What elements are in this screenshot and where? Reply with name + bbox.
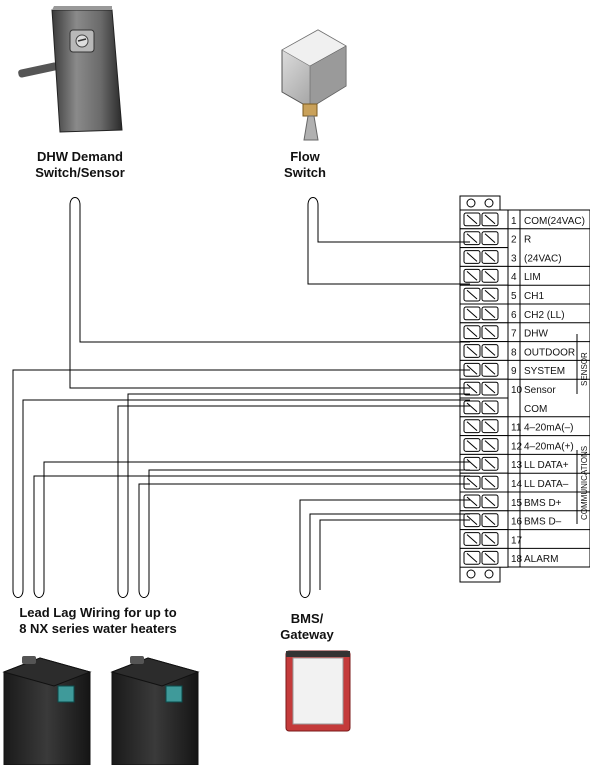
wires	[12, 197, 470, 598]
terminal-screw-slot	[484, 365, 496, 375]
terminal-number: 10	[511, 385, 523, 396]
terminal-screw-slot	[484, 327, 496, 337]
terminal-number: 16	[511, 517, 523, 528]
terminal-screw-slot	[466, 534, 478, 544]
terminal-number: 3	[511, 253, 517, 264]
terminal-screw-slot	[466, 421, 478, 431]
lead-lag-label: Lead Lag Wiring for up to 8 NX series wa…	[0, 605, 196, 637]
nx-water-heater-image-1	[2, 656, 92, 765]
terminal-screw-slot	[484, 252, 496, 262]
dhw-demand-label: DHW Demand Switch/Sensor	[20, 149, 140, 181]
terminal-number: 18	[511, 554, 523, 565]
bms-gateway-image	[285, 650, 351, 732]
terminal-screw-slot	[484, 289, 496, 300]
terminal-screw-slot	[484, 383, 496, 394]
terminal-label: R	[524, 235, 531, 246]
terminal-label: ALARM	[524, 554, 558, 565]
communications-group-label: COMMUNICATIONS	[580, 446, 589, 520]
terminal-label: 4–20mA(+)	[524, 441, 574, 452]
dhw-demand-label-line2: Switch/Sensor	[35, 165, 125, 180]
terminal-label: CH2 (LL)	[524, 310, 565, 321]
terminal-screw-slot	[466, 346, 478, 356]
lead-lag-label-line2: 8 NX series water heaters	[19, 621, 177, 636]
terminal-screw-slot	[466, 271, 478, 281]
terminal-number: 9	[511, 366, 517, 377]
terminal-label: LL DATA+	[524, 460, 569, 471]
terminal-number: 2	[511, 235, 517, 246]
terminal-screw-slot	[484, 553, 496, 563]
dhw-demand-label-line1: DHW Demand	[37, 149, 123, 164]
terminal-label: LIM	[524, 272, 541, 283]
terminal-screw-slot	[466, 365, 478, 375]
terminal-screw-slot	[484, 308, 496, 319]
terminal-screw-slot	[466, 496, 478, 507]
terminal-screw-slot	[466, 459, 478, 469]
flow-switch-image	[281, 29, 347, 141]
terminal-screw-slot	[466, 308, 478, 319]
terminal-label: OUTDOOR	[524, 347, 575, 358]
flow-switch-label-line2: Switch	[284, 165, 326, 180]
terminal-number: 17	[511, 535, 523, 546]
terminal-screw-slot	[484, 346, 496, 356]
bms-gateway-label-line1: BMS/	[290, 611, 324, 626]
flow-switch-label: Flow Switch	[270, 149, 340, 181]
terminal-label: 4–20mA(–)	[524, 423, 573, 434]
terminal-screw-slot	[484, 233, 496, 243]
terminal-screw-slot	[466, 289, 478, 300]
terminal-label: LL DATA–	[524, 479, 569, 490]
terminal-screw-slot	[484, 477, 496, 488]
lead-lag-label-line1: Lead Lag Wiring for up to	[19, 605, 177, 620]
terminal-number: 7	[511, 329, 517, 340]
terminal-number: 8	[511, 347, 517, 358]
terminal-screw-slot	[466, 252, 478, 262]
terminal-screw-slot	[466, 515, 478, 525]
terminal-number: 11	[511, 423, 522, 434]
terminal-label: DHW	[524, 329, 548, 340]
terminal-number: 15	[511, 498, 523, 509]
terminal-screw-slot	[484, 402, 496, 413]
terminal-screw-slot	[484, 421, 496, 431]
terminal-screw-slot	[484, 515, 496, 525]
terminal-screw-slot	[466, 402, 478, 413]
nx-water-heater-image-2	[110, 656, 200, 765]
terminal-label: BMS D+	[524, 498, 562, 509]
terminal-screw-slot	[466, 214, 478, 225]
terminal-label: (24VAC)	[524, 253, 562, 264]
bms-gateway-label: BMS/ Gateway	[272, 611, 342, 643]
terminal-screw-slot	[484, 459, 496, 469]
terminal-number: 13	[511, 460, 523, 471]
terminal-label: CH1	[524, 291, 544, 302]
terminal-number: 1	[511, 216, 517, 227]
bms-gateway-label-line2: Gateway	[280, 627, 334, 642]
sensor-group-label: SENSOR	[580, 352, 589, 386]
terminal-screw-slot	[466, 440, 478, 450]
terminal-screw-slot	[466, 327, 478, 337]
terminal-number: 14	[511, 479, 523, 490]
terminal-screw-slot	[466, 383, 478, 394]
dhw-demand-switch-sensor-image	[18, 6, 123, 133]
terminal-screw-slot	[484, 214, 496, 225]
terminal-screw-slot	[484, 496, 496, 507]
terminal-label: BMS D–	[524, 517, 562, 528]
terminal-number: 6	[511, 310, 517, 321]
terminal-number: 12	[511, 441, 523, 452]
terminal-label: SYSTEM	[524, 366, 565, 377]
terminal-screw-slot	[466, 477, 478, 488]
flow-switch-label-line1: Flow	[290, 149, 320, 164]
terminal-label: COM(24VAC)	[524, 216, 585, 227]
terminal-screw-slot	[484, 271, 496, 281]
terminal-label: Sensor	[524, 385, 556, 396]
terminal-number: 4	[511, 272, 517, 283]
terminal-screw-slot	[484, 534, 496, 544]
terminal-label: COM	[524, 404, 547, 415]
terminal-number: 5	[511, 291, 517, 302]
terminal-screw-slot	[484, 440, 496, 450]
terminal-screw-slot	[466, 233, 478, 243]
terminal-screw-slot	[466, 553, 478, 563]
